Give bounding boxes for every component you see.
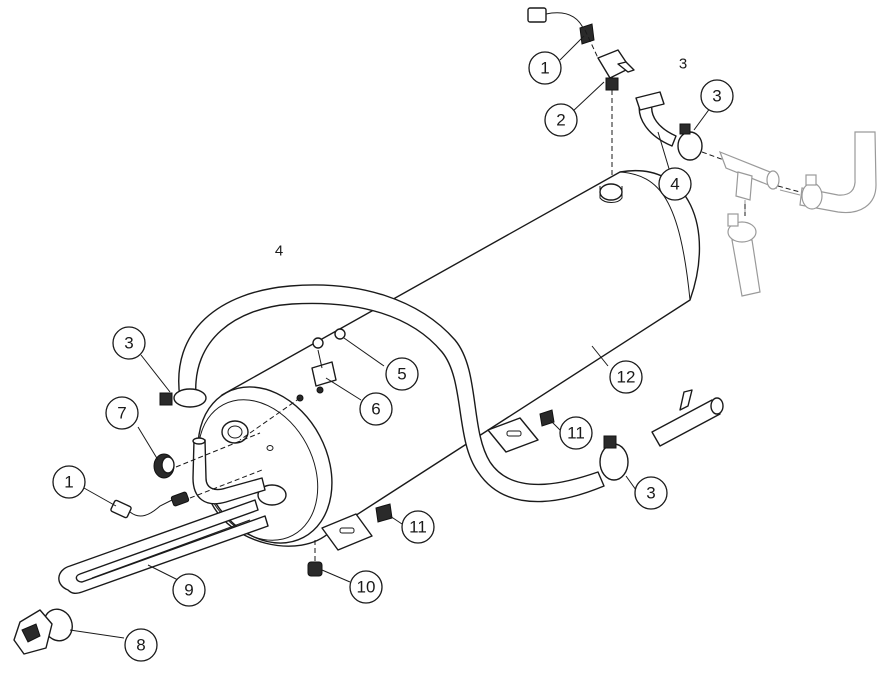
callout-7: 7 (105, 396, 139, 430)
ghost-tee-fitting (718, 150, 780, 215)
svg-text:3: 3 (646, 484, 655, 503)
svg-text:1: 1 (64, 473, 73, 492)
small-hose (192, 437, 266, 505)
tank-end-plate (197, 386, 333, 544)
svg-text:10: 10 (357, 578, 376, 597)
svg-text:7: 7 (117, 404, 126, 423)
svg-text:9: 9 (184, 581, 193, 600)
callout-10: 10 (349, 570, 383, 604)
element-flange (13, 608, 73, 655)
callout-3-top: 3 (700, 79, 734, 113)
callout-4: 4 (658, 167, 692, 201)
hose-clamp-right (599, 435, 629, 481)
small-hose-top (635, 91, 677, 147)
svg-text:4: 4 (670, 175, 679, 194)
hose-clamp-left (159, 388, 207, 408)
callout-3-left: 3 (112, 326, 146, 360)
svg-text:1: 1 (540, 59, 549, 78)
callout-8: 8 (124, 628, 158, 662)
callout-12: 12 (609, 360, 643, 394)
callout-2: 2 (544, 103, 578, 137)
callout-1-top: 1 (528, 51, 562, 85)
solenoid-valve (597, 49, 635, 91)
callout-11-upper: 11 (559, 416, 593, 450)
ghost-hose-down (727, 213, 761, 297)
callout-3-right: 3 (634, 476, 668, 510)
wire-harness-top (527, 7, 595, 45)
callout-6: 6 (359, 392, 393, 426)
nuts (312, 328, 346, 349)
ghost-pipe-right (779, 131, 877, 214)
detail-label-4: 4 (275, 243, 283, 260)
mounting-bracket-upper (487, 409, 555, 453)
svg-text:2: 2 (556, 111, 565, 130)
large-hose (178, 284, 605, 503)
callout-5: 5 (385, 357, 419, 391)
svg-text:3: 3 (712, 87, 721, 106)
svg-text:11: 11 (567, 424, 585, 443)
svg-text:11: 11 (409, 518, 427, 537)
callout-11-lower: 11 (401, 510, 435, 544)
svg-text:8: 8 (136, 636, 145, 655)
ghost-clamp-right (801, 174, 823, 210)
svg-text:12: 12 (617, 368, 636, 387)
inline-fitting (651, 389, 724, 447)
callout-9: 9 (172, 573, 206, 607)
mounting-bracket-lower (321, 503, 393, 551)
rubber-foot (307, 561, 323, 577)
hose-clamp-top (677, 123, 703, 161)
svg-text:3: 3 (124, 334, 133, 353)
wire-harness-bottom (110, 491, 190, 519)
callout-1-bottom: 1 (52, 465, 86, 499)
heating-element (58, 499, 269, 595)
svg-text:5: 5 (397, 365, 406, 384)
detail-label-3: 3 (679, 56, 687, 73)
sensor-nut (153, 453, 175, 479)
svg-text:6: 6 (371, 400, 380, 419)
